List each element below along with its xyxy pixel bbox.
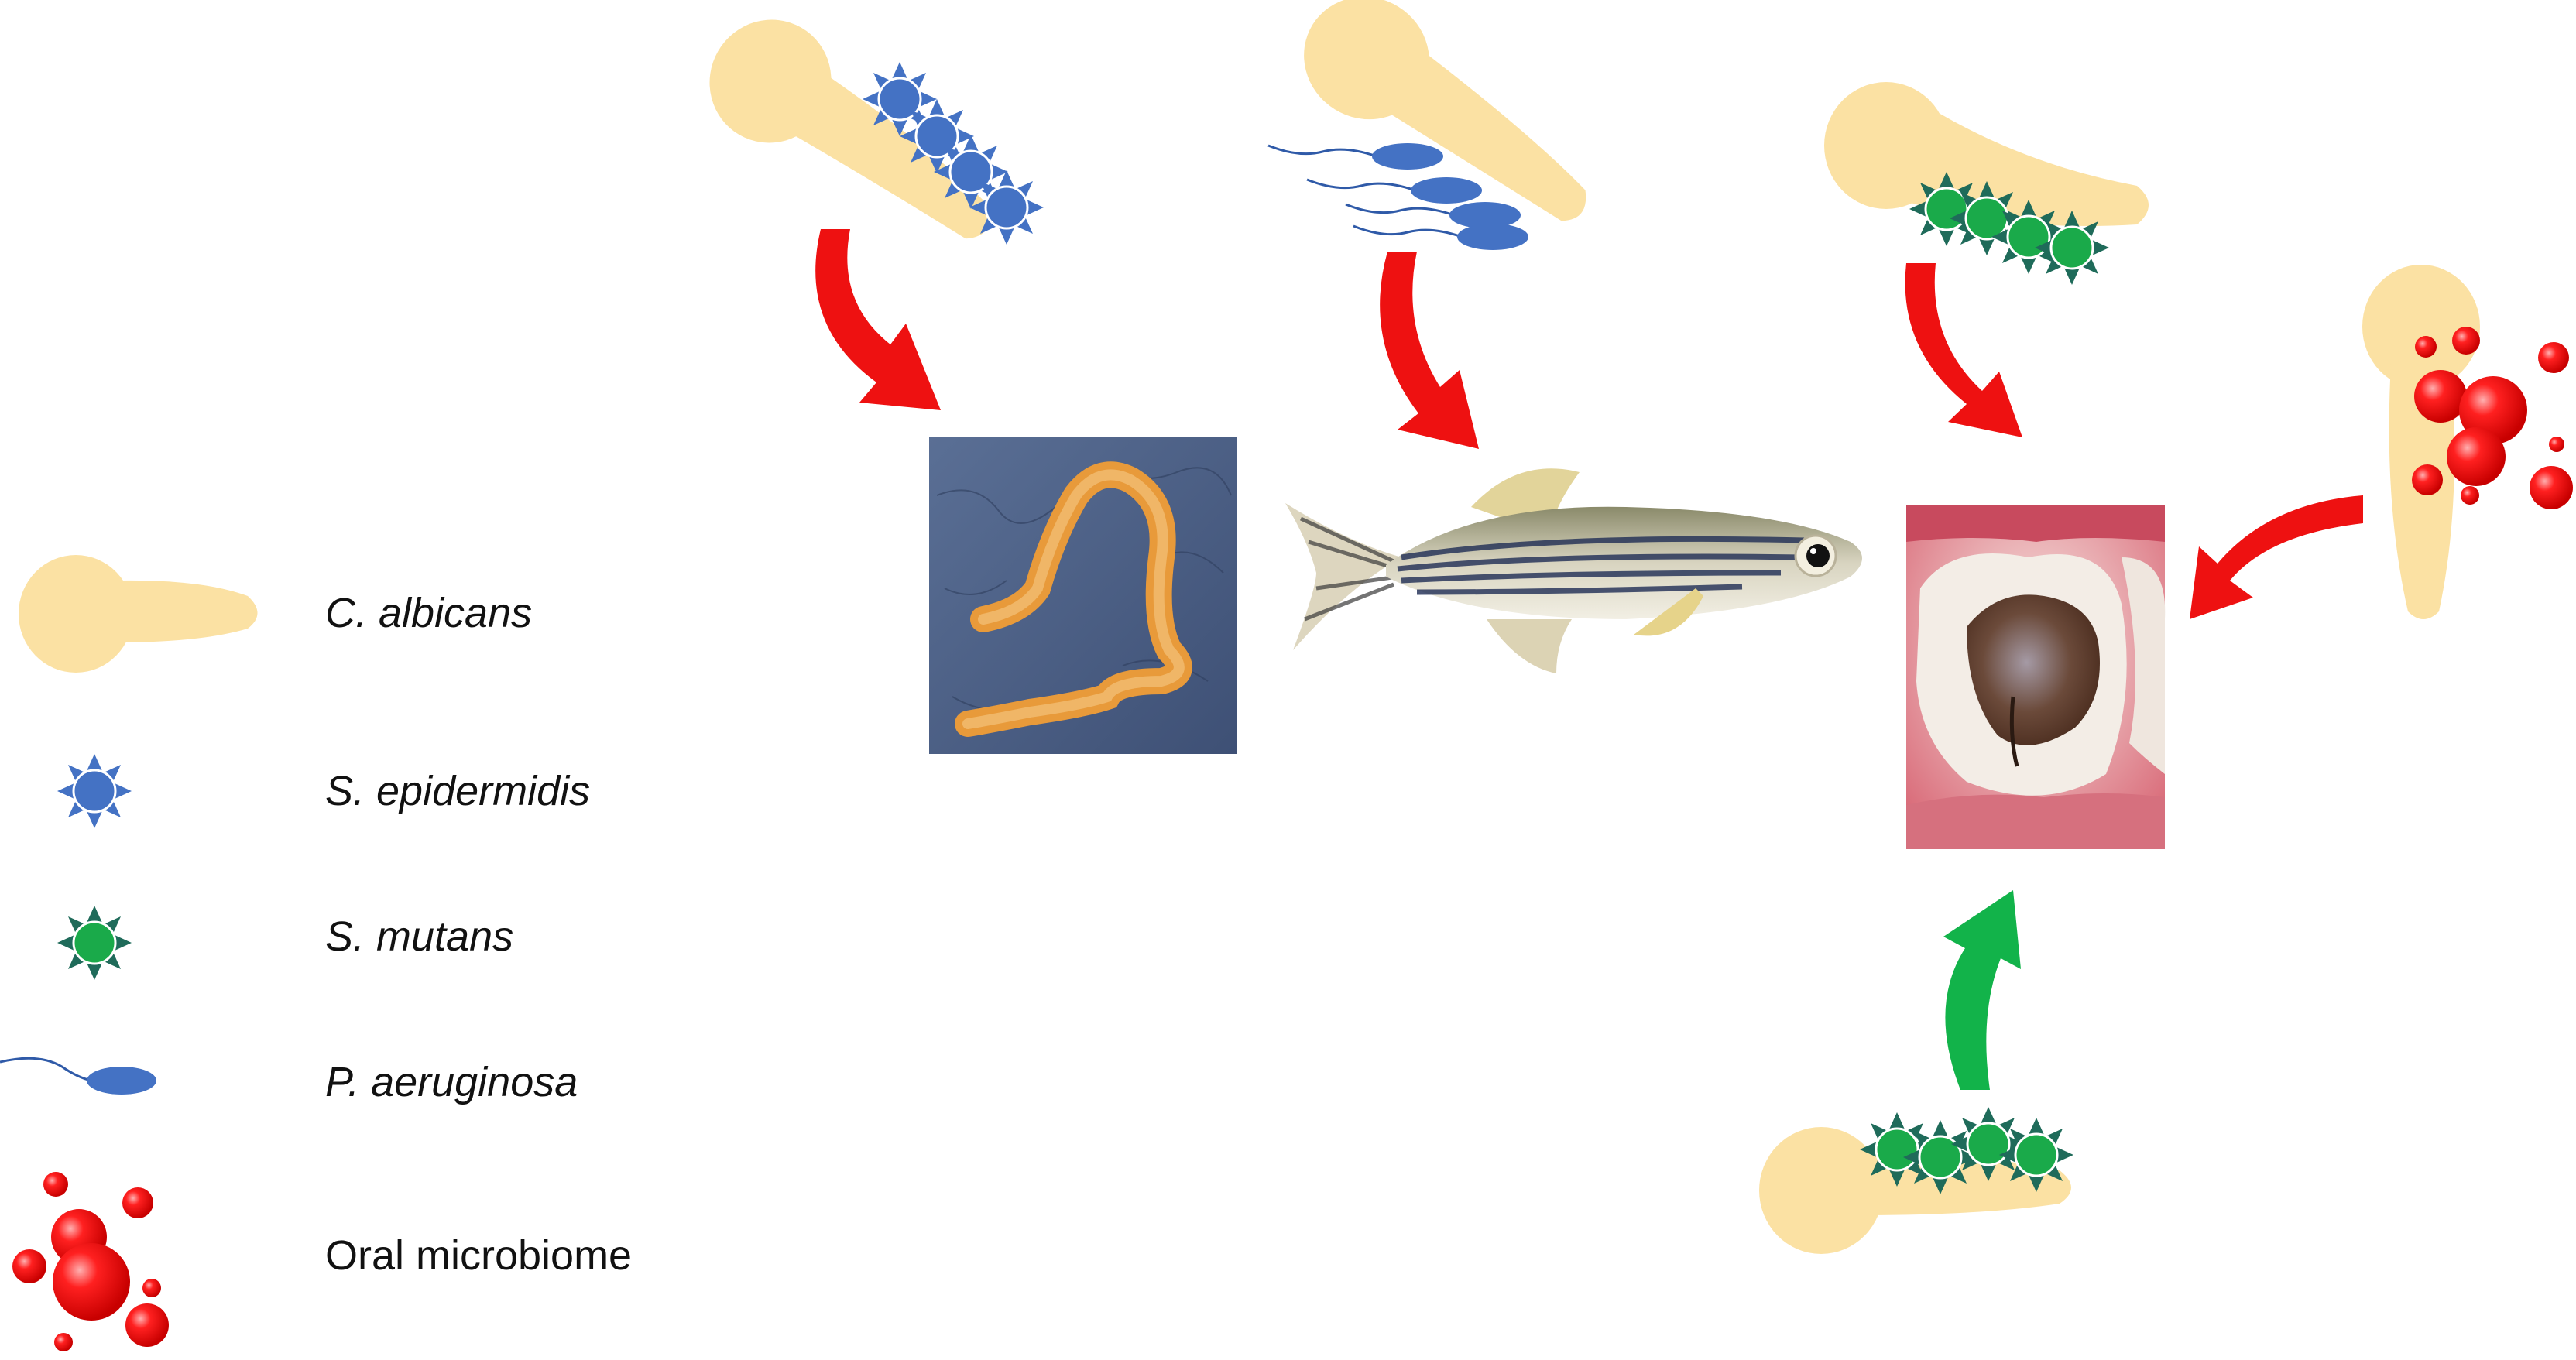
- arrow-to-zebrafish: [1380, 252, 1479, 449]
- s-mutans-icon: [56, 904, 133, 981]
- legend-label-s-epidermidis: S. epidermidis: [325, 768, 590, 814]
- legend-label-c-albicans: C. albicans: [325, 590, 532, 636]
- legend: C. albicans S. epidermidis S. mutans P. …: [0, 555, 632, 1351]
- zebrafish-image: [1285, 468, 1862, 673]
- oral-microbiome-icon: [12, 1172, 169, 1351]
- arrow-to-nematode: [815, 229, 941, 410]
- arrow-to-tooth-top: [1905, 263, 2022, 437]
- p-aeruginosa-icon: [0, 1057, 156, 1095]
- c-albicans-icon: [19, 555, 258, 673]
- arrow-to-tooth-right: [2190, 495, 2363, 619]
- candida-p-aeruginosa-cluster: [1267, 0, 1586, 252]
- arrow-to-tooth-bottom: [1943, 890, 2021, 1090]
- legend-label-oral-microbiome: Oral microbiome: [325, 1232, 632, 1279]
- legend-label-s-mutans: S. mutans: [325, 913, 513, 960]
- candida-s-epidermidis-cluster: [709, 19, 1045, 246]
- candida-s-mutans-cluster: [1824, 82, 2149, 286]
- s-epidermidis-icon: [56, 752, 133, 830]
- nematode-image: [929, 437, 1237, 754]
- candida-s-mutans-bottom-cluster: [1759, 1105, 2075, 1254]
- legend-label-p-aeruginosa: P. aeruginosa: [325, 1059, 578, 1105]
- candida-oral-microbiome-cluster: [2362, 265, 2573, 619]
- tooth-image: [1906, 505, 2166, 849]
